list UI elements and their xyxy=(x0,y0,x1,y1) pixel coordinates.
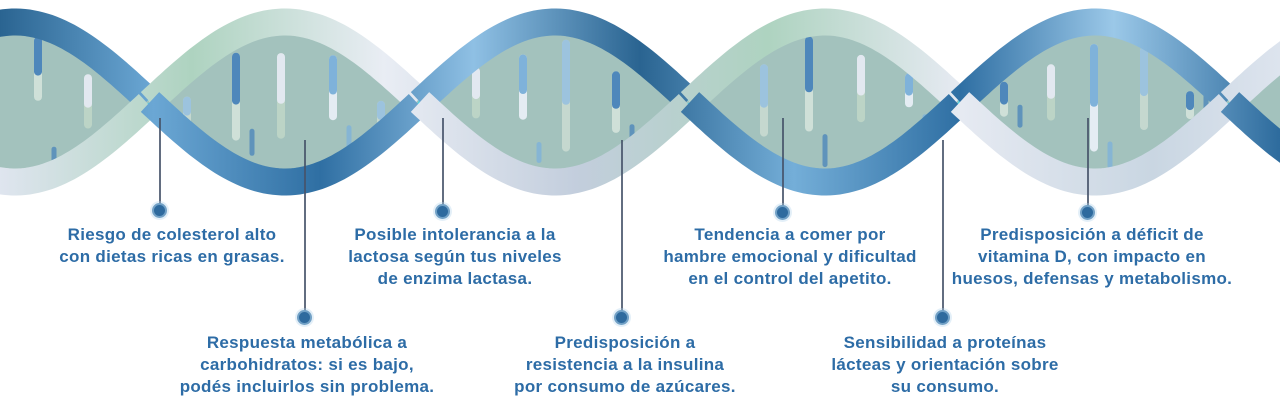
dna-helix-illustration xyxy=(0,8,1280,196)
callout-dot xyxy=(1080,205,1095,220)
callout-line xyxy=(1087,118,1089,206)
callout-line xyxy=(304,140,306,311)
callout-dot xyxy=(435,204,450,219)
callout-line xyxy=(942,140,944,311)
annotation-label: Tendencia a comer por hambre emocional y… xyxy=(663,225,917,288)
annotation-label: Riesgo de colesterol alto con dietas ric… xyxy=(59,225,285,266)
annotation-label: Sensibilidad a proteínas lácteas y orien… xyxy=(831,333,1059,396)
annotation-label: Predisposición a resistencia a la insuli… xyxy=(514,333,736,396)
callout-dot xyxy=(935,310,950,325)
callout-dot xyxy=(614,310,629,325)
callout-dot xyxy=(152,203,167,218)
annotation-label: Posible intolerancia a la lactosa según … xyxy=(348,225,562,288)
annotation-label: Respuesta metabólica a carbohidratos: si… xyxy=(179,333,435,396)
callout-line xyxy=(782,118,784,206)
callout-dot xyxy=(775,205,790,220)
callout-dot xyxy=(297,310,312,325)
annotation-label: Predisposición a déficit de vitamina D, … xyxy=(951,225,1233,288)
callout-line xyxy=(159,118,161,204)
callout-line xyxy=(621,140,623,311)
callout-line xyxy=(442,118,444,205)
